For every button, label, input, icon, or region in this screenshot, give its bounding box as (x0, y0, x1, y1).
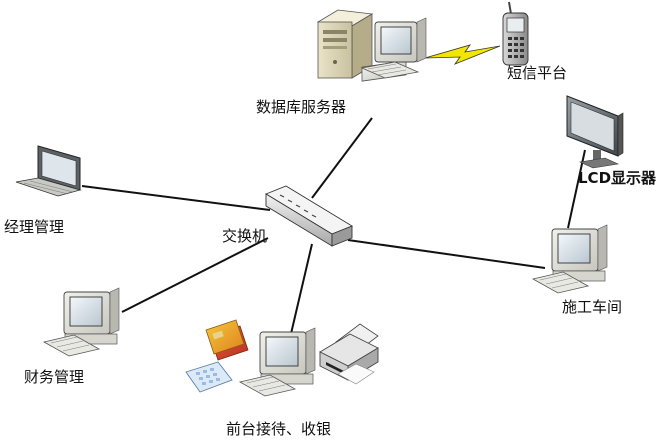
link-switch-workshop (347, 239, 546, 269)
server-workstation-icon (360, 17, 427, 82)
label-workshop: 施工车间 (562, 298, 623, 316)
workshop-computer-icon (531, 224, 608, 294)
printer-icon (319, 323, 379, 385)
link-switch-reception (289, 243, 313, 339)
connection-lines (81, 117, 586, 339)
label-finance: 财务管理 (24, 368, 85, 386)
label-manager: 经理管理 (4, 218, 65, 236)
label-db-server: 数据库服务器 (256, 98, 347, 116)
link-switch-finance (121, 237, 269, 313)
mobile-phone-icon (502, 1, 529, 66)
reception-computer-icon (238, 327, 316, 397)
payment-cards-icon (205, 319, 249, 361)
label-sms-platform: 短信平台 (507, 64, 568, 82)
keypad-icon (185, 361, 233, 393)
label-switch: 交换机 (222, 227, 268, 245)
lcd-monitor-icon (566, 95, 624, 169)
wireless-link-icon (424, 44, 501, 65)
network-switch-icon (264, 185, 354, 367)
label-lcd-display: LCD显示器 (578, 169, 657, 187)
finance-computer-icon (42, 287, 120, 357)
label-reception: 前台接待、收银 (226, 420, 332, 438)
server-tower-icon (316, 9, 374, 79)
laptop-icon (15, 145, 82, 197)
link-switch-manager (81, 185, 271, 211)
link-switch-db-server (311, 117, 373, 199)
